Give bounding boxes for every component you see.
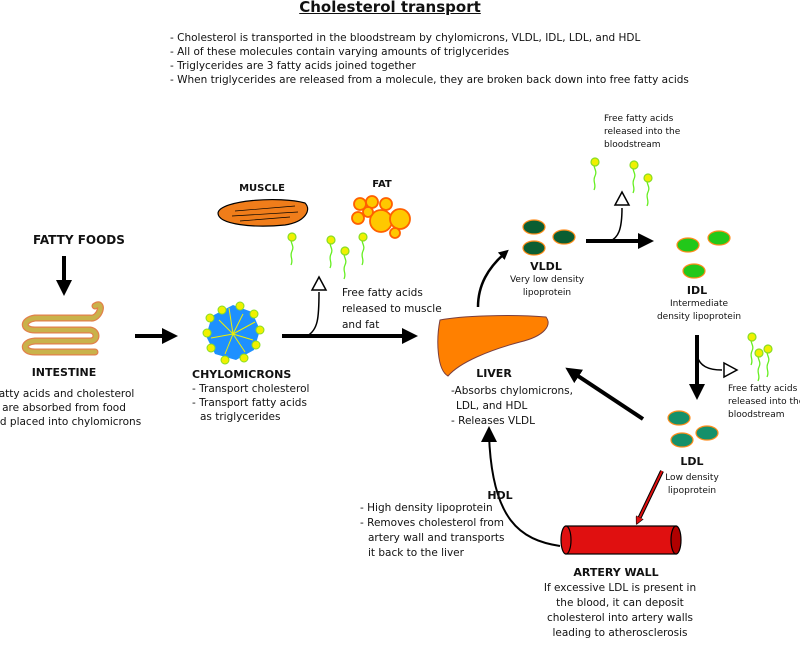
- fatty-acids-bloodstream-2: [747, 332, 773, 382]
- artery-wall-icon: [560, 525, 682, 555]
- liver-label: LIVER: [476, 367, 512, 380]
- desc-line: - Removes cholesterol from: [360, 517, 505, 529]
- fatty-foods-label: FATTY FOODS: [33, 233, 125, 247]
- artery-wall-label: ARTERY WALL: [573, 566, 659, 579]
- fat-label: FAT: [372, 179, 392, 190]
- desc-line: - Transport cholesterol: [192, 383, 310, 395]
- chylomicron-icon: [202, 301, 265, 365]
- fatty-acids-muscle-fat: [287, 232, 368, 280]
- notes-list: - Cholesterol is transported in the bloo…: [170, 31, 689, 87]
- muscle-label: MUSCLE: [239, 183, 285, 194]
- chylomicrons-desc: - Transport cholesterol - Transport fatt…: [192, 382, 309, 424]
- desc-line: are absorbed from food: [2, 402, 126, 414]
- desc-line: density lipoprotein: [656, 312, 742, 322]
- desc-line: Very low density: [509, 275, 585, 285]
- arrow-ldl-to-liver: [565, 367, 645, 421]
- desc-line: lipoprotein: [522, 288, 572, 298]
- hdl-desc: - High density lipoprotein - Removes cho…: [360, 501, 504, 561]
- desc-line: Free fatty acids: [604, 114, 674, 124]
- desc-line: -Absorbs chylomicrons,: [451, 385, 573, 397]
- desc-line: Intermediate: [669, 299, 729, 309]
- hollow-triangle-icon: [310, 275, 328, 291]
- intestine-label: INTESTINE: [31, 366, 97, 379]
- ldl-desc: Low density lipoprotein: [665, 472, 719, 498]
- desc-line: LDL, and HDL: [456, 400, 528, 412]
- arrow-hdl-to-liver: [488, 434, 561, 547]
- desc-line: released to muscle: [342, 303, 442, 315]
- desc-line: released into the: [728, 397, 800, 407]
- desc-line: lipoprotein: [667, 486, 717, 496]
- hollow-triangle-icon: [723, 361, 739, 379]
- desc-line: bloodstream: [604, 140, 661, 150]
- arrow-release-to-muscle-fat: [306, 291, 320, 337]
- arrow-liver-to-vldl: [476, 249, 509, 308]
- desc-line: released into the: [604, 127, 681, 137]
- desc-line: - Transport fatty acids: [192, 397, 307, 409]
- arrow-ldl-to-artery-fill: [638, 470, 663, 521]
- note-item: - When triglycerides are released from a…: [170, 74, 689, 86]
- hollow-triangle-icon: [613, 190, 631, 206]
- vldl-icon: [522, 219, 576, 256]
- desc-line: Free fatty acids: [728, 384, 798, 394]
- desc-line: - Releases VLDL: [451, 415, 535, 427]
- ffa-muscle-fat-text: Free fatty acids released to muscle and …: [342, 285, 442, 333]
- note-item: - Cholesterol is transported in the bloo…: [170, 32, 641, 44]
- arrow-release-bloodstream-2: [696, 355, 723, 371]
- desc-line: the blood, it can deposit: [556, 597, 684, 609]
- desc-line: If excessive LDL is present in: [543, 582, 697, 594]
- desc-line: Free fatty acids: [342, 287, 423, 299]
- arrow-release-bloodstream-1: [609, 207, 623, 242]
- page-title: Cholesterol transport: [299, 0, 481, 16]
- idl-icon: [676, 230, 731, 279]
- ffa-bloodstream-text-1: Free fatty acids released into the blood…: [604, 113, 680, 152]
- desc-line: artery wall and transports: [368, 532, 505, 544]
- desc-line: and placed into chylomicrons: [0, 416, 142, 428]
- note-item: - All of these molecules contain varying…: [170, 46, 510, 58]
- vldl-desc: Very low density lipoprotein: [510, 274, 584, 300]
- ffa-bloodstream-text-2: Free fatty acids released into the blood…: [728, 383, 800, 422]
- liver-icon: [437, 315, 549, 377]
- note-item: - Triglycerides are 3 fatty acids joined…: [170, 60, 416, 72]
- ldl-icon: [667, 410, 719, 448]
- desc-line: bloodstream: [728, 410, 785, 420]
- fat-icon: [351, 195, 411, 239]
- chylomicrons-label: CHYLOMICRONS: [192, 368, 292, 381]
- liver-desc: -Absorbs chylomicrons, LDL, and HDL - Re…: [451, 384, 573, 429]
- muscle-icon: [217, 199, 309, 227]
- desc-line: as triglycerides: [200, 411, 281, 423]
- desc-line: and fat: [342, 319, 380, 331]
- idl-desc: Intermediate density lipoprotein: [657, 298, 741, 324]
- desc-line: Fatty acids and cholesterol: [0, 388, 135, 400]
- desc-line: - High density lipoprotein: [360, 502, 493, 514]
- vldl-label: VLDL: [530, 260, 562, 273]
- intestine-desc: Fatty acids and cholesterol are absorbed…: [0, 387, 141, 429]
- hdl-label: HDL: [487, 489, 513, 502]
- ldl-label: LDL: [680, 455, 704, 468]
- desc-line: Low density: [665, 473, 719, 483]
- desc-line: it back to the liver: [368, 547, 464, 559]
- desc-line: cholesterol into artery walls: [546, 612, 693, 624]
- arrowhead-icon: [481, 426, 497, 442]
- artery-wall-desc: If excessive LDL is present in the blood…: [544, 581, 696, 641]
- idl-label: IDL: [686, 284, 708, 297]
- desc-line: leading to atherosclerosis: [552, 627, 688, 639]
